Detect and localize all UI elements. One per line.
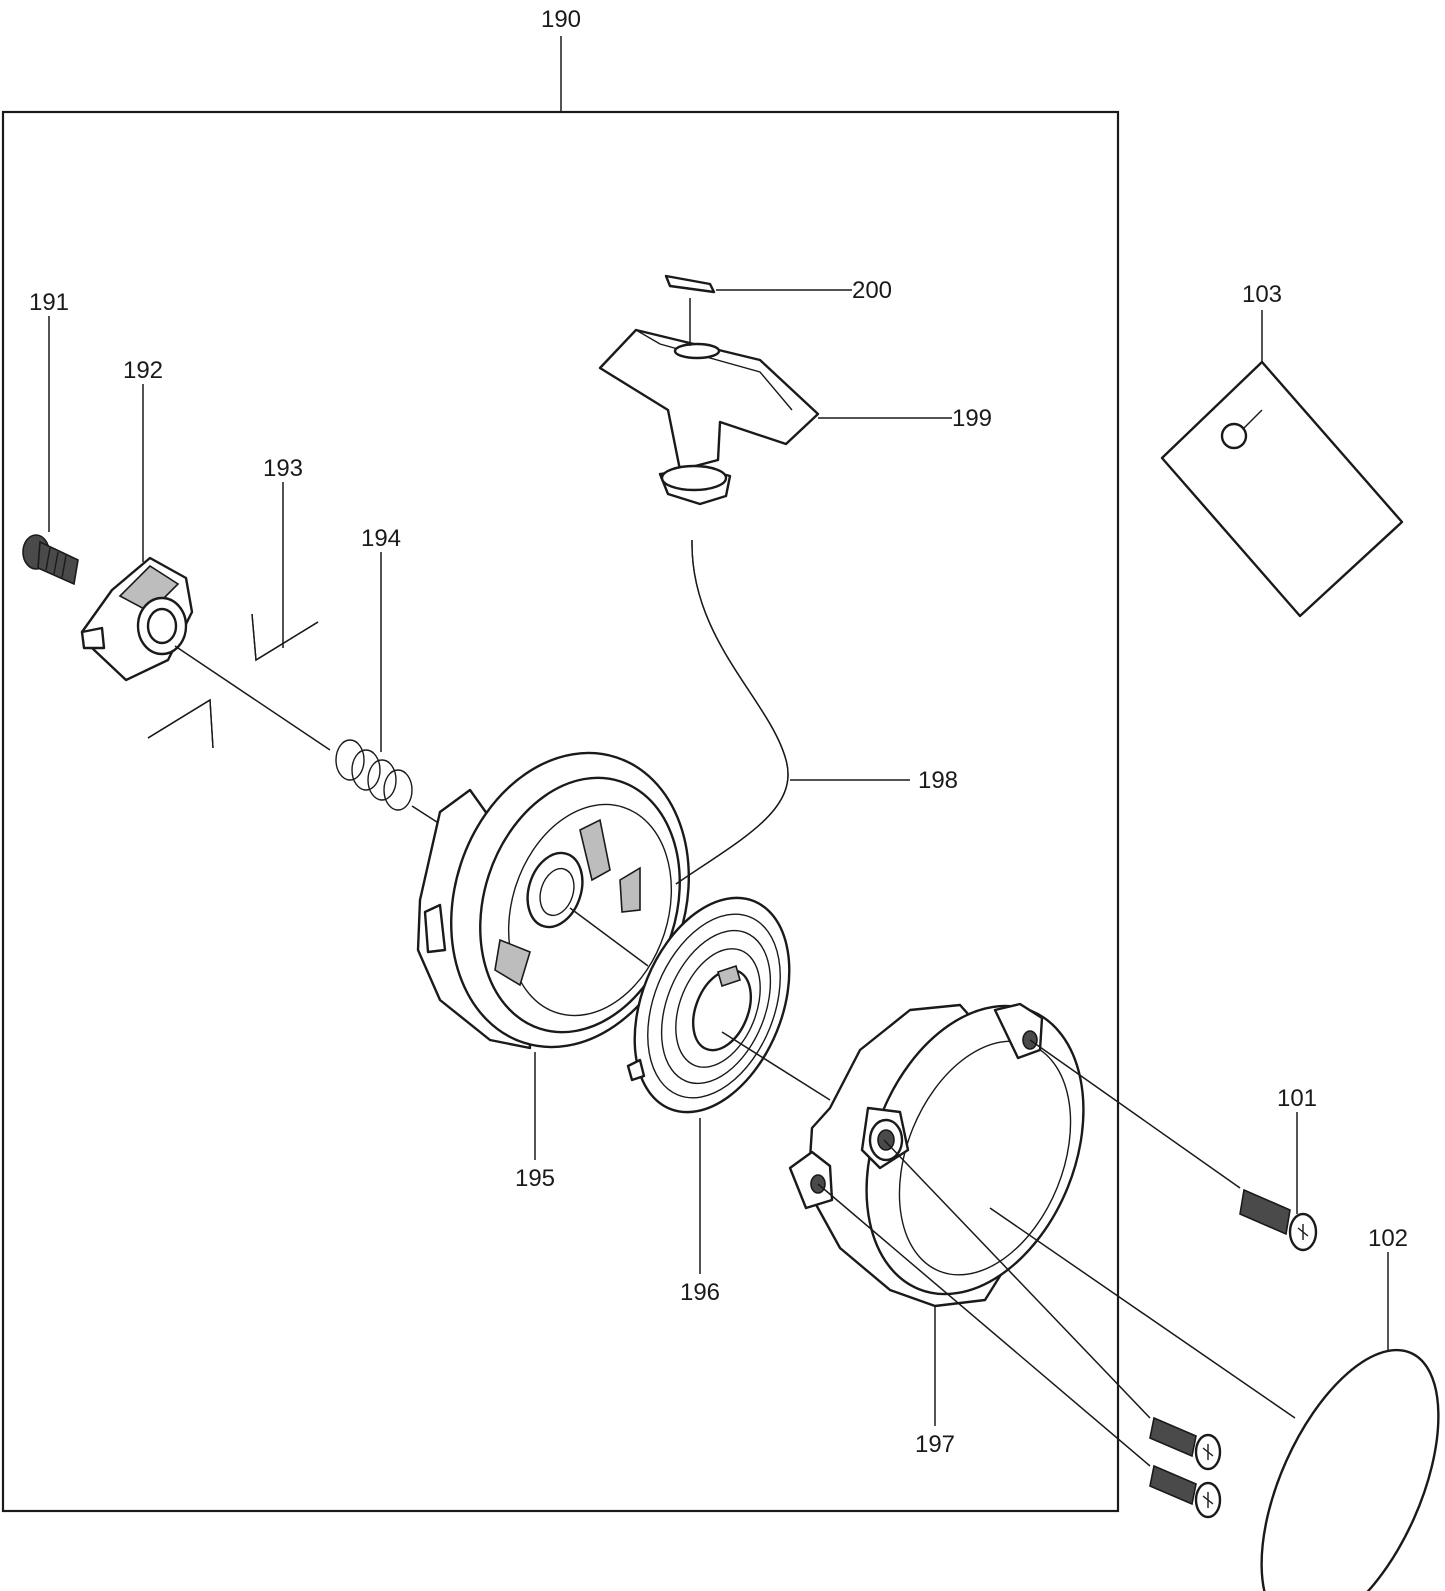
- axis-102: [989, 1207, 1296, 1419]
- part-103-label-sheet[interactable]: [1160, 360, 1404, 618]
- axis-left: [174, 645, 331, 751]
- label-198: 198: [918, 767, 958, 794]
- case-screw-lower[interactable]: [1149, 1464, 1222, 1519]
- part-101-screw[interactable]: [1239, 1188, 1318, 1252]
- part-199-handle[interactable]: [598, 328, 820, 506]
- part-102-cover-disc[interactable]: [1225, 1324, 1445, 1591]
- axis-spring-case: [721, 1031, 831, 1101]
- part-191-screw[interactable]: [22, 534, 79, 586]
- axis-mid: [411, 805, 441, 825]
- axis-screw-lower: [817, 1183, 1151, 1467]
- part-196-recoil-spring[interactable]: [605, 875, 819, 1135]
- label-196: 196: [680, 1279, 720, 1306]
- part-195-pulley[interactable]: [414, 722, 725, 1078]
- label-195: 195: [515, 1165, 555, 1192]
- label-200: 200: [852, 277, 892, 304]
- axis-101: [1029, 1039, 1241, 1189]
- label-194: 194: [361, 525, 401, 552]
- label-193: 193: [263, 455, 303, 482]
- label-197: 197: [915, 1431, 955, 1458]
- part-198-rope[interactable]: [675, 539, 789, 885]
- part-197-case[interactable]: [788, 973, 1124, 1326]
- part-193-pawl[interactable]: [147, 613, 319, 749]
- axis-screw-upper: [883, 1139, 1151, 1419]
- part-192-ratchet[interactable]: [80, 556, 194, 682]
- label-191: 191: [29, 289, 69, 316]
- label-199: 199: [952, 405, 992, 432]
- label-101: 101: [1277, 1085, 1317, 1112]
- label-103: 103: [1242, 281, 1282, 308]
- axis-pulley-spring: [569, 907, 649, 967]
- case-screw-upper[interactable]: [1149, 1416, 1222, 1471]
- label-102: 102: [1368, 1225, 1408, 1252]
- label-190: 190: [541, 6, 581, 33]
- part-200-pad[interactable]: [664, 274, 716, 294]
- label-192: 192: [123, 357, 163, 384]
- part-194-spring[interactable]: [335, 739, 413, 811]
